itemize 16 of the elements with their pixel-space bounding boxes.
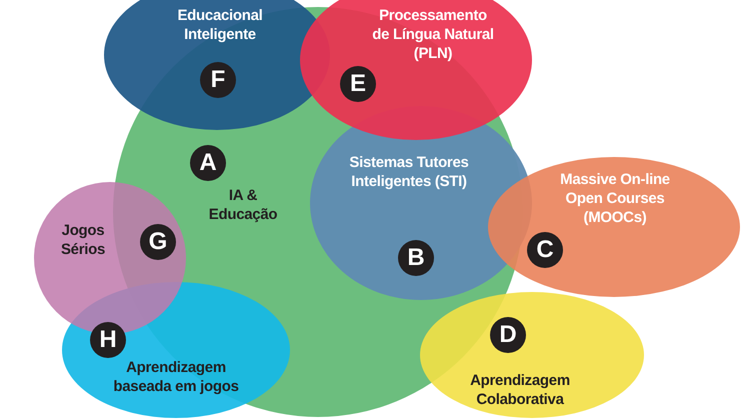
topic-label: Massive On-line Open Courses (MOOCs) [559,170,671,227]
letter-badge: C [527,232,563,268]
letter-badge: B [398,240,434,276]
letter-badge: D [490,317,526,353]
letter-badge: F [200,62,236,98]
topic-label: Aprendizagem Colaborativa [469,371,571,409]
letter-badge: A [190,145,226,181]
letter-badge: E [340,66,376,102]
topic-label: Aprendizagem baseada em jogos [112,358,240,396]
topic-label: Sistemas Tutores Inteligentes (STI) [348,153,470,191]
topic-label: Educacional Inteligente [176,6,264,44]
topic-label: Processamento de Língua Natural (PLN) [371,6,495,63]
letter-badge: H [90,322,126,358]
topic-label: IA & Educação [208,186,278,224]
letter-badge: G [140,224,176,260]
topic-label: Jogos Sérios [60,221,106,259]
